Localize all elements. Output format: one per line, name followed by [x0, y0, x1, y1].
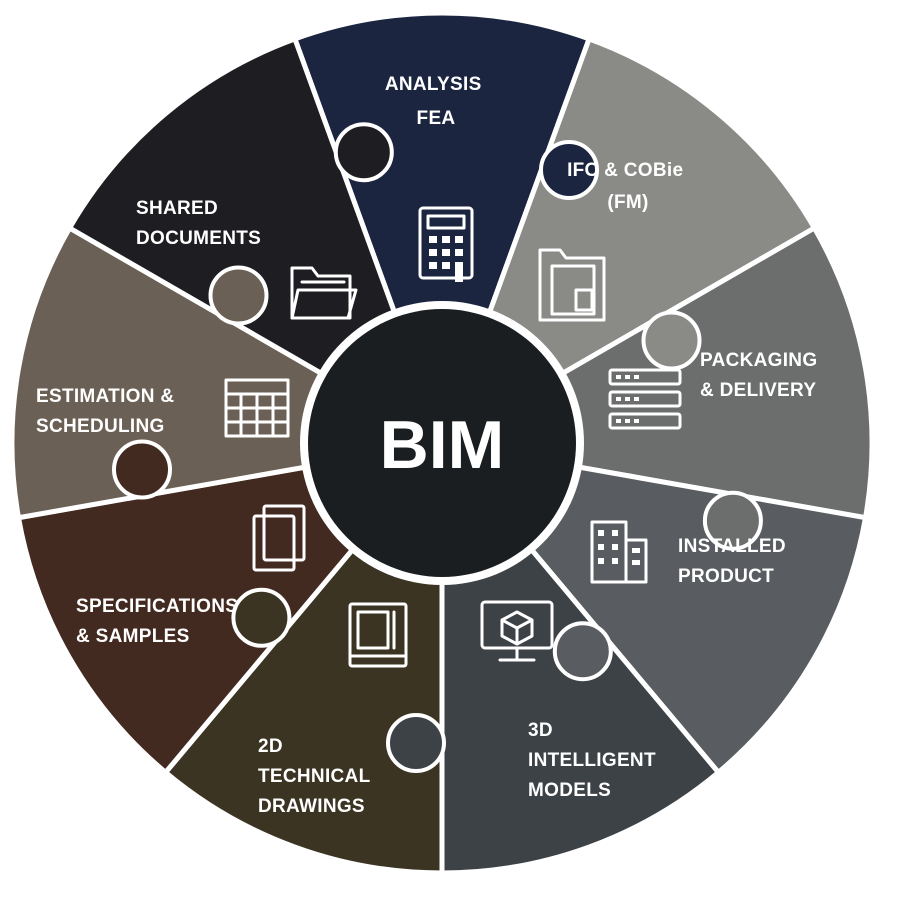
stacked-pages-icon: [252, 504, 306, 572]
open-folder-icon: [290, 266, 358, 320]
label-analysis: ANALYSIS FEA: [385, 74, 487, 129]
blueprint-icon: [348, 602, 408, 668]
puzzle-tab: [112, 439, 172, 500]
puzzle-tab: [386, 713, 446, 773]
puzzle-tabs: [112, 122, 763, 773]
label-packaging-delivery: PACKAGING & DELIVERY: [700, 350, 823, 401]
center-hub: BIM: [300, 301, 584, 585]
calculator-icon: [418, 206, 474, 282]
calendar-grid-icon: [224, 378, 290, 438]
label-shared-documents: SHARED DOCUMENTS: [136, 198, 261, 249]
server-stack-icon: [608, 368, 682, 430]
segments-layer: [9, 10, 875, 876]
puzzle-tab: [208, 265, 269, 326]
3d-model-monitor-icon: [480, 600, 554, 662]
puzzle-tab: [231, 587, 292, 648]
puzzle-tab: [552, 621, 613, 682]
puzzle-tab: [539, 140, 599, 200]
label-2d-technical-drawings: 2D TECHNICAL DRAWINGS: [258, 736, 376, 817]
label-ifc-cobie: IFC & COBie (FM): [567, 160, 689, 213]
puzzle-tab: [702, 490, 763, 551]
center-circle: [308, 309, 576, 577]
label-3d-intelligent-models: 3D INTELLIGENT MODELS: [528, 720, 661, 801]
building-icon: [590, 520, 648, 584]
label-installed-product: INSTALLED PRODUCT: [678, 536, 792, 587]
label-estimation-scheduling: ESTIMATION & SCHEDULING: [36, 386, 180, 437]
label-specifications-samples: SPECIFICATIONS & SAMPLES: [76, 596, 244, 647]
labels: ANALYSIS FEA IFC & COBie (FM) PACKAGING …: [36, 74, 823, 817]
file-folder-icon: [538, 248, 606, 322]
puzzle-tab: [333, 122, 394, 183]
puzzle-tab: [641, 310, 702, 371]
center-label: BIM: [380, 407, 505, 483]
